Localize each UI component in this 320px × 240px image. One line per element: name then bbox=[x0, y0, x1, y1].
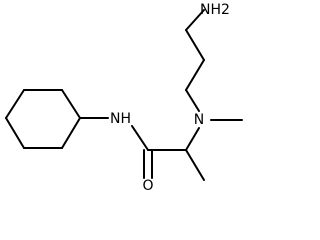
structure-canvas: NH2 NH N O bbox=[5, 2, 243, 194]
tertiary-n-label: N bbox=[194, 112, 204, 128]
amide-nh-label: NH bbox=[110, 111, 131, 127]
propyl-chain bbox=[185, 9, 205, 112]
bond-alpha-methyl bbox=[185, 149, 205, 181]
oxygen-label: O bbox=[142, 178, 153, 194]
carbonyl-double-bond bbox=[143, 149, 153, 179]
bond-alpha-n bbox=[185, 127, 200, 151]
chemical-structure: NH2 NH N O bbox=[5, 2, 243, 194]
amine-label: NH2 bbox=[200, 2, 230, 18]
cyclohexane-ring bbox=[5, 89, 81, 149]
bond-nh-carbonyl bbox=[131, 125, 149, 151]
